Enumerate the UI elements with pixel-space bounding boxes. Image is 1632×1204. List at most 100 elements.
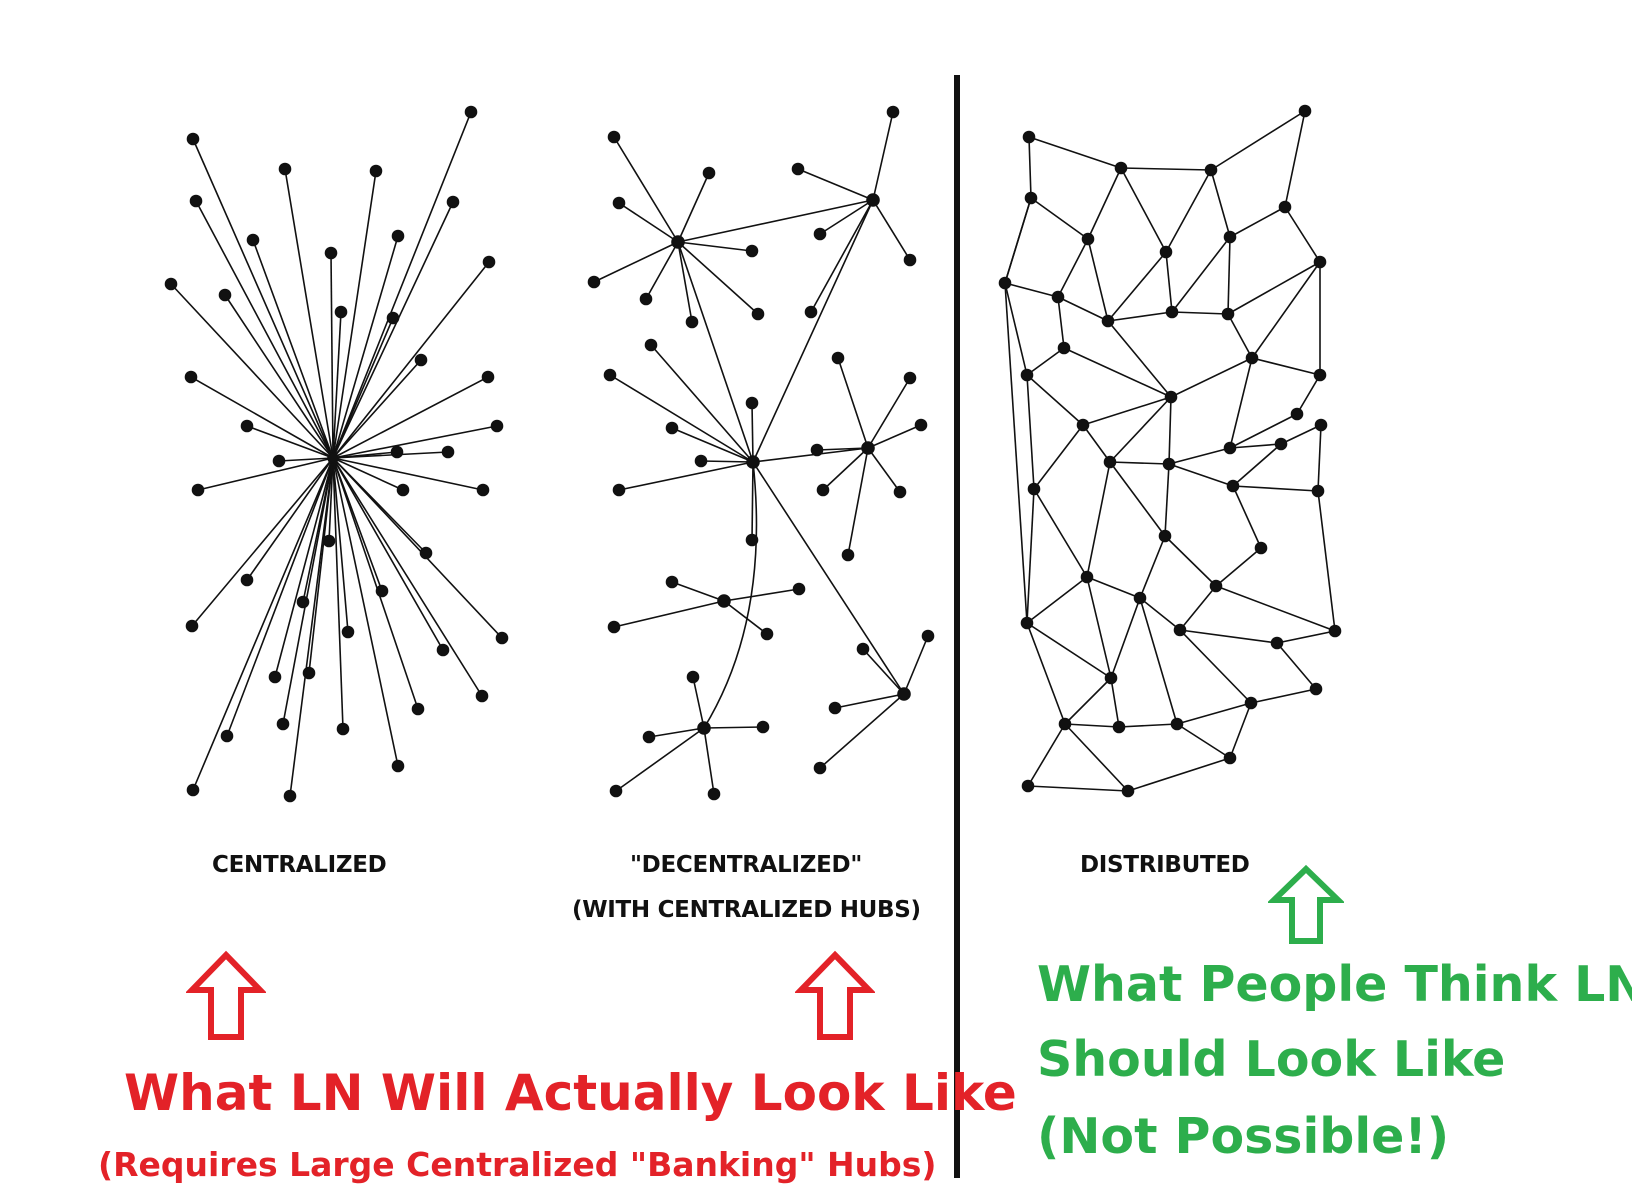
edge [1004,282,1028,624]
edge [1215,585,1336,632]
edge [1139,535,1166,599]
edge [1120,167,1212,171]
node [886,105,900,119]
edge [822,447,869,491]
edge [1004,197,1032,284]
node [665,421,679,435]
node [1254,541,1268,555]
edge [1168,463,1234,487]
edge [328,457,334,542]
hub-node [717,594,731,608]
node [495,631,509,645]
node [1104,671,1118,685]
node [391,229,405,243]
edge [1030,197,1089,240]
edge-curve [703,461,758,729]
edge [677,172,710,243]
up-arrow-icon-red-right [795,950,875,1040]
edge [332,457,404,491]
edge [1057,238,1089,298]
node [921,629,935,643]
node [1245,351,1259,365]
node [751,307,765,321]
node [240,419,254,433]
edge [332,311,342,459]
edge [1086,461,1111,578]
node [218,288,232,302]
node [998,276,1012,290]
node [1076,418,1090,432]
node [1298,104,1312,118]
edge [1087,167,1122,240]
node [1278,200,1292,214]
edge [1251,261,1321,359]
node [419,546,433,560]
edge [330,252,334,459]
node [1051,290,1065,304]
node [336,722,350,736]
edge [613,136,679,243]
node [914,418,928,432]
edge [278,457,334,462]
edge [1107,311,1173,322]
node [436,643,450,657]
node [760,627,774,641]
node [644,338,658,352]
edge [1179,585,1217,631]
node [816,483,830,497]
caption-green-line2: Should Look Like [1037,1031,1506,1088]
edge [1232,485,1319,492]
edge [332,317,394,459]
node [411,702,425,716]
edge [609,374,754,463]
edge [1227,236,1231,315]
node [1223,230,1237,244]
edge [1164,463,1170,537]
edge [246,425,334,459]
node [607,620,621,634]
edge [332,457,419,710]
edge [1168,447,1231,465]
centralized-network [164,105,509,803]
node [707,787,721,801]
edge [332,457,484,491]
node [813,761,827,775]
edge [1026,622,1066,725]
node [841,548,855,562]
node [278,162,292,176]
edge [1087,238,1109,322]
edge [692,676,705,729]
up-arrow-icon-green [1268,864,1344,944]
edge [1251,357,1321,376]
node [1313,368,1327,382]
edge [1026,622,1112,679]
edge [810,199,874,313]
node [268,670,282,684]
edge [1210,169,1231,238]
edge [819,199,874,235]
node [828,701,842,715]
edge [819,693,905,769]
node [810,443,824,457]
edge [1276,642,1317,690]
edge [332,457,503,639]
node [1020,616,1034,630]
edge [1086,576,1112,679]
edge [1139,597,1181,631]
edge [1284,110,1306,208]
node [1121,784,1135,798]
node [186,132,200,146]
node [893,485,907,499]
edge [252,239,334,459]
label-decentralized: "DECENTRALIZED" [630,852,863,878]
edge [1250,688,1317,704]
edge [1229,357,1253,449]
edge [332,425,498,459]
edge [282,457,334,725]
edge [332,111,472,459]
edge [645,241,679,300]
edge [677,199,874,243]
edge [1229,702,1252,759]
edge [903,635,929,695]
